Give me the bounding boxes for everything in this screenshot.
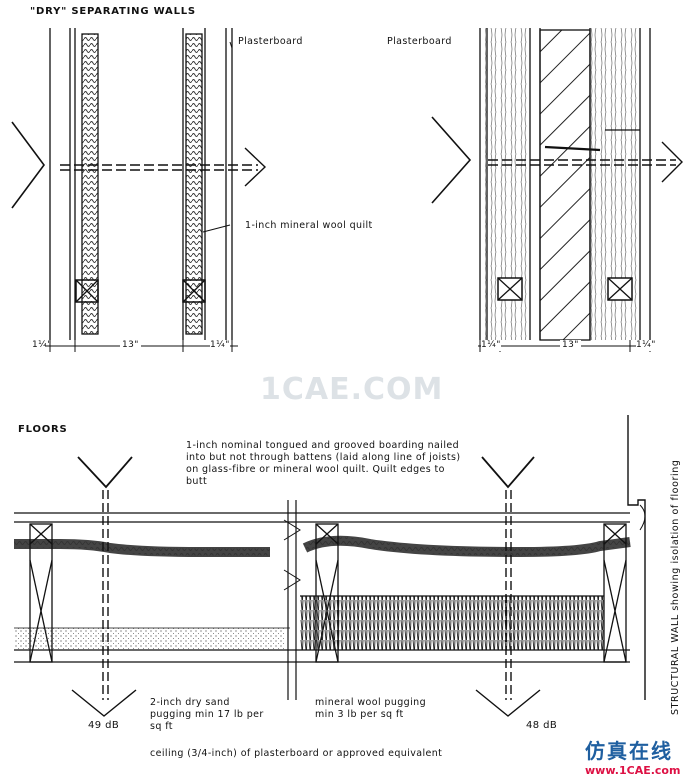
dim-left-a: 1¼" — [32, 340, 52, 350]
dim-right-gap: 13" — [560, 340, 581, 352]
walls-title: "DRY" SEPARATING WALLS — [30, 6, 196, 17]
dim-left-gap: 13" — [120, 340, 141, 352]
floor-section — [14, 415, 646, 717]
floors-title: FLOORS — [18, 424, 68, 435]
brand-cn: 仿真在线 — [585, 739, 673, 763]
sand-pugging-label: 2-inch dry sand pugging min 17 lb per sq… — [150, 697, 270, 733]
mineral-wool-pugging-label: mineral wool pugging min 3 lb per sq ft — [315, 697, 435, 721]
ceiling-label: ceiling (3/4-inch) of plasterboard or ap… — [150, 748, 443, 759]
plasterboard-label-right: Plasterboard — [387, 36, 452, 47]
mineral-wool-quilt-label: 1-inch mineral wool quilt — [245, 220, 373, 231]
dim-right-b: 1¼" — [636, 340, 656, 352]
structural-wall-label: STRUCTURAL WALL showing isolation of flo… — [670, 459, 681, 715]
brand-watermark: 仿真在线 www.1CAE.com — [585, 735, 680, 777]
dry-wall-detail-left — [11, 28, 267, 352]
plasterboard-label-left: Plasterboard — [238, 36, 303, 47]
db-left: 49 dB — [88, 720, 120, 731]
dry-wall-detail-right — [431, 28, 683, 352]
dim-left-b: 1¼" — [210, 340, 230, 352]
dim-right-a: 1¼" — [481, 340, 501, 352]
db-right: 48 dB — [526, 720, 558, 731]
boarding-note: 1-inch nominal tongued and grooved board… — [186, 440, 461, 487]
brand-url: www.1CAE.com — [585, 764, 681, 777]
watermark-center: 1CAE.COM — [260, 372, 444, 407]
